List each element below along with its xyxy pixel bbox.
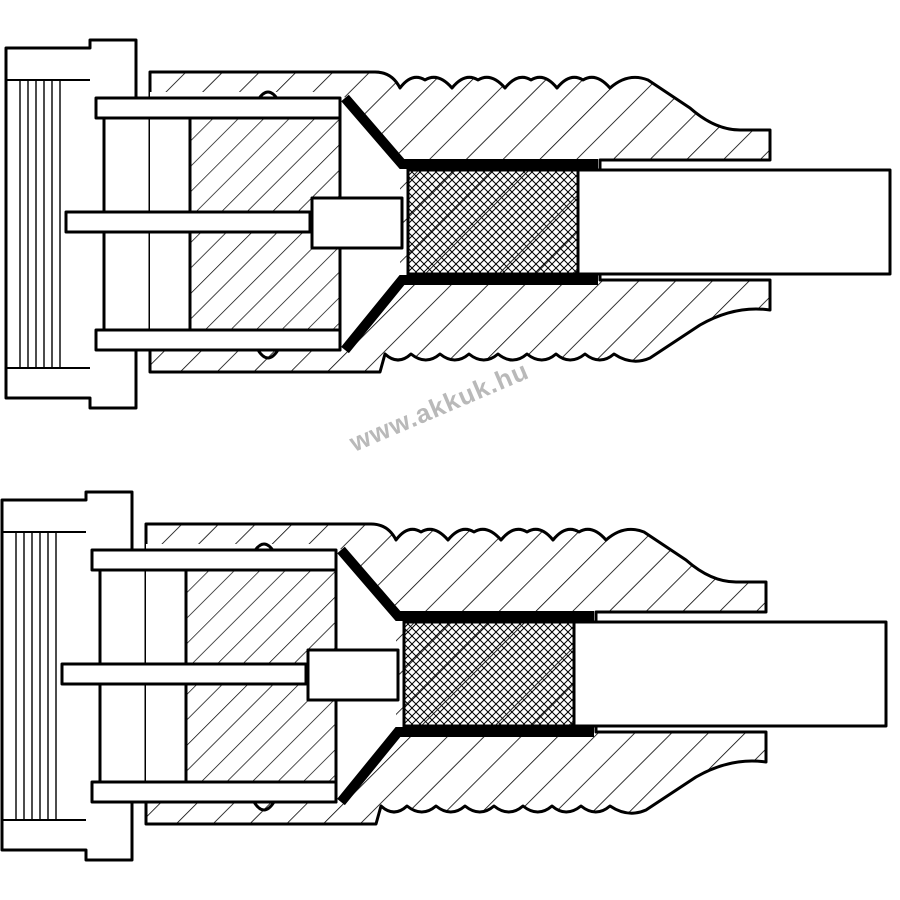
connector-top bbox=[6, 40, 890, 408]
connector-bottom bbox=[2, 492, 886, 860]
